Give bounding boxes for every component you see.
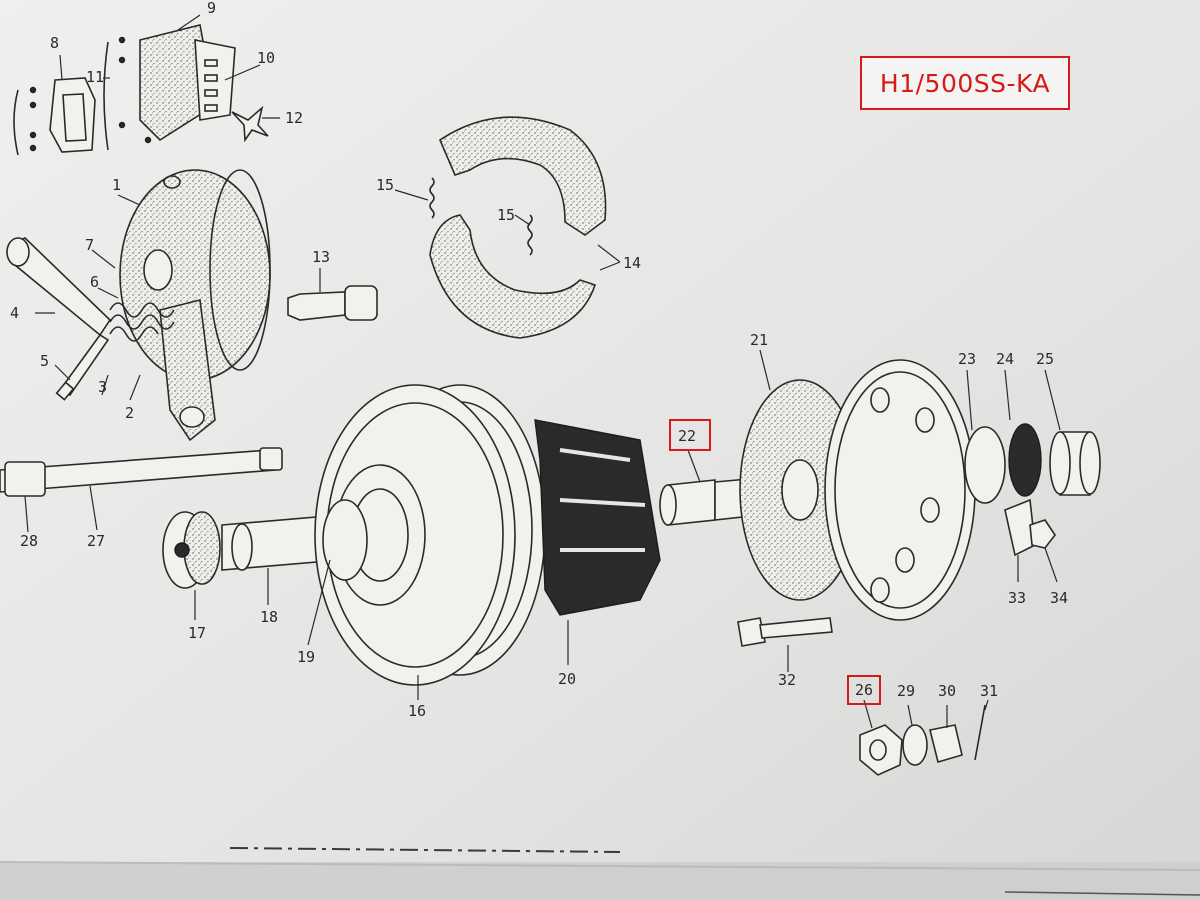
part-number-24: 24 (996, 350, 1014, 368)
part-31-cotter-pin (974, 704, 986, 761)
part-number-10: 10 (257, 49, 275, 67)
part-number-34: 34 (1050, 589, 1068, 607)
part-13-adjuster-bolt (287, 285, 378, 321)
part-number-33: 33 (1008, 589, 1026, 607)
part-number-26: 26 (855, 681, 873, 699)
part-8-cover-plate (13, 77, 96, 156)
part-1-brake-panel (119, 169, 271, 442)
highlight-box-part-26 (847, 675, 881, 705)
part-4-brake-lever (6, 237, 112, 337)
part-number-6: 6 (90, 273, 99, 291)
part-number-3: 3 (98, 378, 107, 396)
part-number-20: 20 (558, 670, 576, 688)
part-number-23: 23 (958, 350, 976, 368)
part-6-spring (109, 302, 175, 342)
part-number-25: 25 (1036, 350, 1054, 368)
part-23-bearing (964, 426, 1006, 504)
part-34-nut (1029, 519, 1056, 549)
part-number-13: 13 (312, 248, 330, 266)
part-number-9: 9 (207, 0, 216, 17)
part-21-sprocket-hub (739, 379, 861, 601)
part-number-15b: 15 (497, 206, 515, 224)
part-9-10-11-filter-assembly (103, 24, 236, 151)
part-number-21: 21 (750, 331, 768, 349)
part-26-nut (859, 724, 903, 776)
model-code-label: H1/500SS-KA (879, 68, 1051, 98)
part-16-wheel-hub (314, 384, 546, 686)
model-code-box: H1/500SS-KA (860, 56, 1070, 110)
part-number-12: 12 (285, 109, 303, 127)
part-number-8: 8 (50, 34, 59, 52)
part-number-27: 27 (87, 532, 105, 550)
part-15-shoe-springs (429, 177, 533, 256)
part-20-damper-rubber (534, 419, 661, 616)
part-number-17: 17 (188, 624, 206, 642)
part-number-28: 28 (20, 532, 38, 550)
part-17-bearing (162, 511, 221, 589)
part-number-31: 31 (980, 682, 998, 700)
part-number-18: 18 (260, 608, 278, 626)
highlight-box-part-22 (669, 419, 711, 451)
part-number-2: 2 (125, 404, 134, 422)
part-number-11: 11 (86, 68, 104, 86)
part-number-14: 14 (623, 254, 641, 272)
part-number-29: 29 (897, 682, 915, 700)
part-number-15a: 15 (376, 176, 394, 194)
part-number-22: 22 (678, 427, 696, 445)
part-number-30: 30 (938, 682, 956, 700)
part-number-4: 4 (10, 304, 19, 322)
part-number-1: 1 (112, 176, 121, 194)
part-number-labels: 1 2 3 4 5 6 7 8 9 10 11 12 13 14 15 15 1… (10, 0, 1068, 720)
part-number-32: 32 (778, 671, 796, 689)
part-14-brake-shoes (429, 116, 607, 339)
part-number-19: 19 (297, 648, 315, 666)
leader-lines (24, 14, 1061, 729)
part-12-wing-nut (231, 105, 269, 143)
part-number-7: 7 (85, 236, 94, 254)
part-5-bolt (55, 333, 110, 401)
part-29-washer (902, 724, 928, 766)
part-27-28-rear-axle (0, 447, 283, 497)
part-24-seal (1008, 423, 1042, 497)
sprocket (824, 359, 976, 621)
part-32-bolt (737, 617, 833, 647)
part-number-5: 5 (40, 352, 49, 370)
part-25-spacer (1049, 431, 1101, 496)
part-number-16: 16 (408, 702, 426, 720)
